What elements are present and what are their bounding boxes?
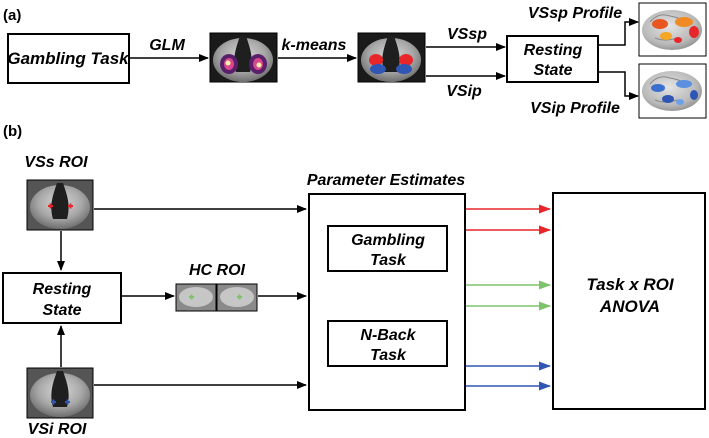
vss-roi-image — [26, 179, 94, 231]
hc-roi-label: HC ROI — [189, 262, 246, 279]
panel-a-label: (a) — [3, 7, 21, 24]
vsip-profile-cortex-image — [638, 63, 707, 119]
vsip-profile-label: VSip Profile — [530, 100, 620, 117]
resting-state-box-b: Resting State — [2, 272, 122, 324]
anova-line2: ANOVA — [599, 297, 660, 316]
resting-state-a-line2: State — [533, 62, 572, 79]
nback-task-box: N-Back Task — [327, 320, 448, 367]
vssp-label: VSsp — [447, 26, 487, 43]
panel-b-label: (b) — [3, 123, 22, 140]
arrow-to-vsip-profile — [599, 71, 639, 100]
hc-roi-image — [175, 283, 258, 312]
resting-state-a-line1: Resting — [524, 42, 583, 59]
parameter-estimates-label: Parameter Estimates — [307, 172, 465, 189]
nback-line2: Task — [370, 347, 407, 364]
anova-line1: Task x ROI — [586, 275, 675, 294]
vsi-roi-label: VSi ROI — [28, 421, 87, 438]
resting-state-b-line2: State — [42, 302, 81, 319]
vssp-profile-label: VSsp Profile — [528, 5, 622, 22]
gambling-b-line1: Gambling — [351, 232, 425, 249]
glm-label: GLM — [149, 37, 185, 54]
resting-state-box-a: Resting State — [506, 35, 599, 83]
vsi-roi-image — [26, 367, 94, 419]
gambling-b-line2: Task — [370, 252, 407, 269]
kmeans-label: k-means — [282, 37, 347, 54]
gambling-task-text: Gambling Task — [7, 49, 130, 68]
glm-activation-image — [209, 32, 278, 83]
vsip-label: VSip — [446, 83, 482, 100]
nback-line1: N-Back — [360, 327, 416, 344]
kmeans-cluster-image — [357, 32, 426, 83]
arrow-to-vssp-profile — [599, 18, 639, 46]
gambling-task-box: Gambling Task — [7, 33, 130, 84]
vssp-profile-cortex-image — [638, 2, 707, 57]
anova-box: Task x ROI ANOVA — [552, 192, 706, 410]
resting-state-b-line1: Resting — [33, 281, 92, 298]
vss-roi-label: VSs ROI — [24, 154, 88, 171]
gambling-task-box-b: Gambling Task — [327, 225, 448, 272]
